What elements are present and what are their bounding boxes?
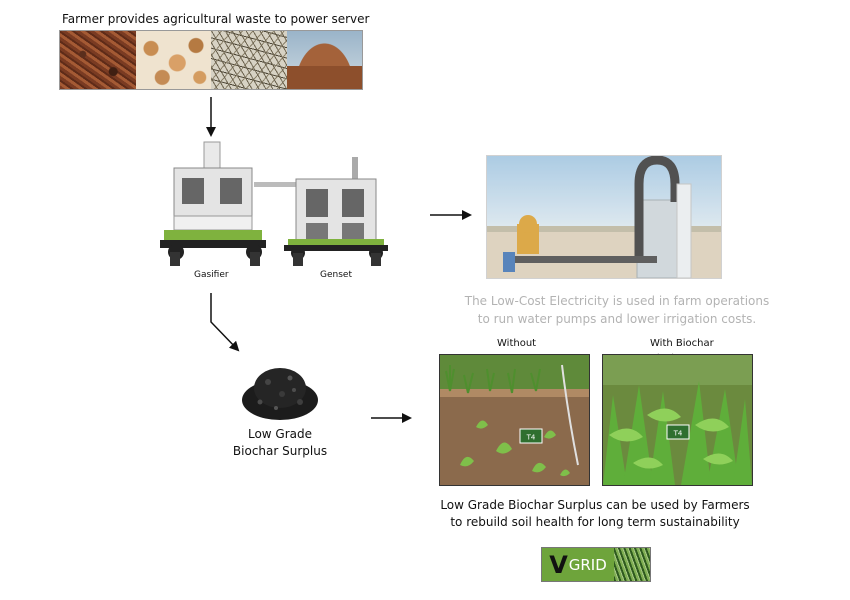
arrow-gasifier-to-biochar	[210, 293, 240, 352]
field-without-biochar-photo: T4	[439, 354, 590, 486]
genset-machine-icon	[284, 157, 388, 266]
connecting-pipe	[254, 182, 302, 187]
vgrid-logo-v: V	[549, 550, 568, 579]
agricultural-waste-photos	[59, 30, 363, 90]
water-pump-photo	[486, 155, 722, 279]
plot-tag-with: T4	[673, 430, 683, 438]
with-biochar-label: With Biochar	[650, 338, 714, 349]
plot-tag-without: T4	[526, 434, 536, 442]
gasifier-machine-icon	[160, 141, 266, 266]
biochar-label-line1: Low Grade	[247, 427, 313, 441]
genset-label: Genset	[320, 270, 352, 280]
field-with-biochar-photo: T4	[602, 354, 753, 486]
soil-health-caption: Low Grade Biochar Surplus can be used by…	[440, 497, 750, 531]
soil-caption-line2: to rebuild soil health for long term sus…	[450, 515, 740, 529]
biochar-pile-icon	[242, 368, 318, 420]
nut-shells-photo	[135, 31, 211, 89]
wood-chips-photo	[60, 31, 136, 89]
dry-twigs-photo	[211, 31, 287, 89]
sawdust-pile-photo	[286, 31, 362, 89]
biochar-label-line2: Biochar Surplus	[232, 444, 328, 458]
gasifier-label: Gasifier	[194, 270, 229, 280]
intro-caption: Farmer provides agricultural waste to po…	[62, 12, 370, 26]
without-biochar-label: Without	[497, 338, 537, 349]
vgrid-logo-grid: GRID	[568, 555, 607, 574]
electricity-caption: The Low-Cost Electricity is used in farm…	[444, 292, 790, 328]
electricity-caption-line1: The Low-Cost Electricity is used in farm…	[464, 294, 770, 308]
soil-caption-line1: Low Grade Biochar Surplus can be used by…	[440, 498, 750, 512]
vgrid-logo-crop-image	[614, 548, 650, 581]
biochar-surplus-label: Low Grade Biochar Surplus	[215, 426, 345, 460]
electricity-caption-line2: to run water pumps and lower irrigation …	[477, 312, 757, 326]
